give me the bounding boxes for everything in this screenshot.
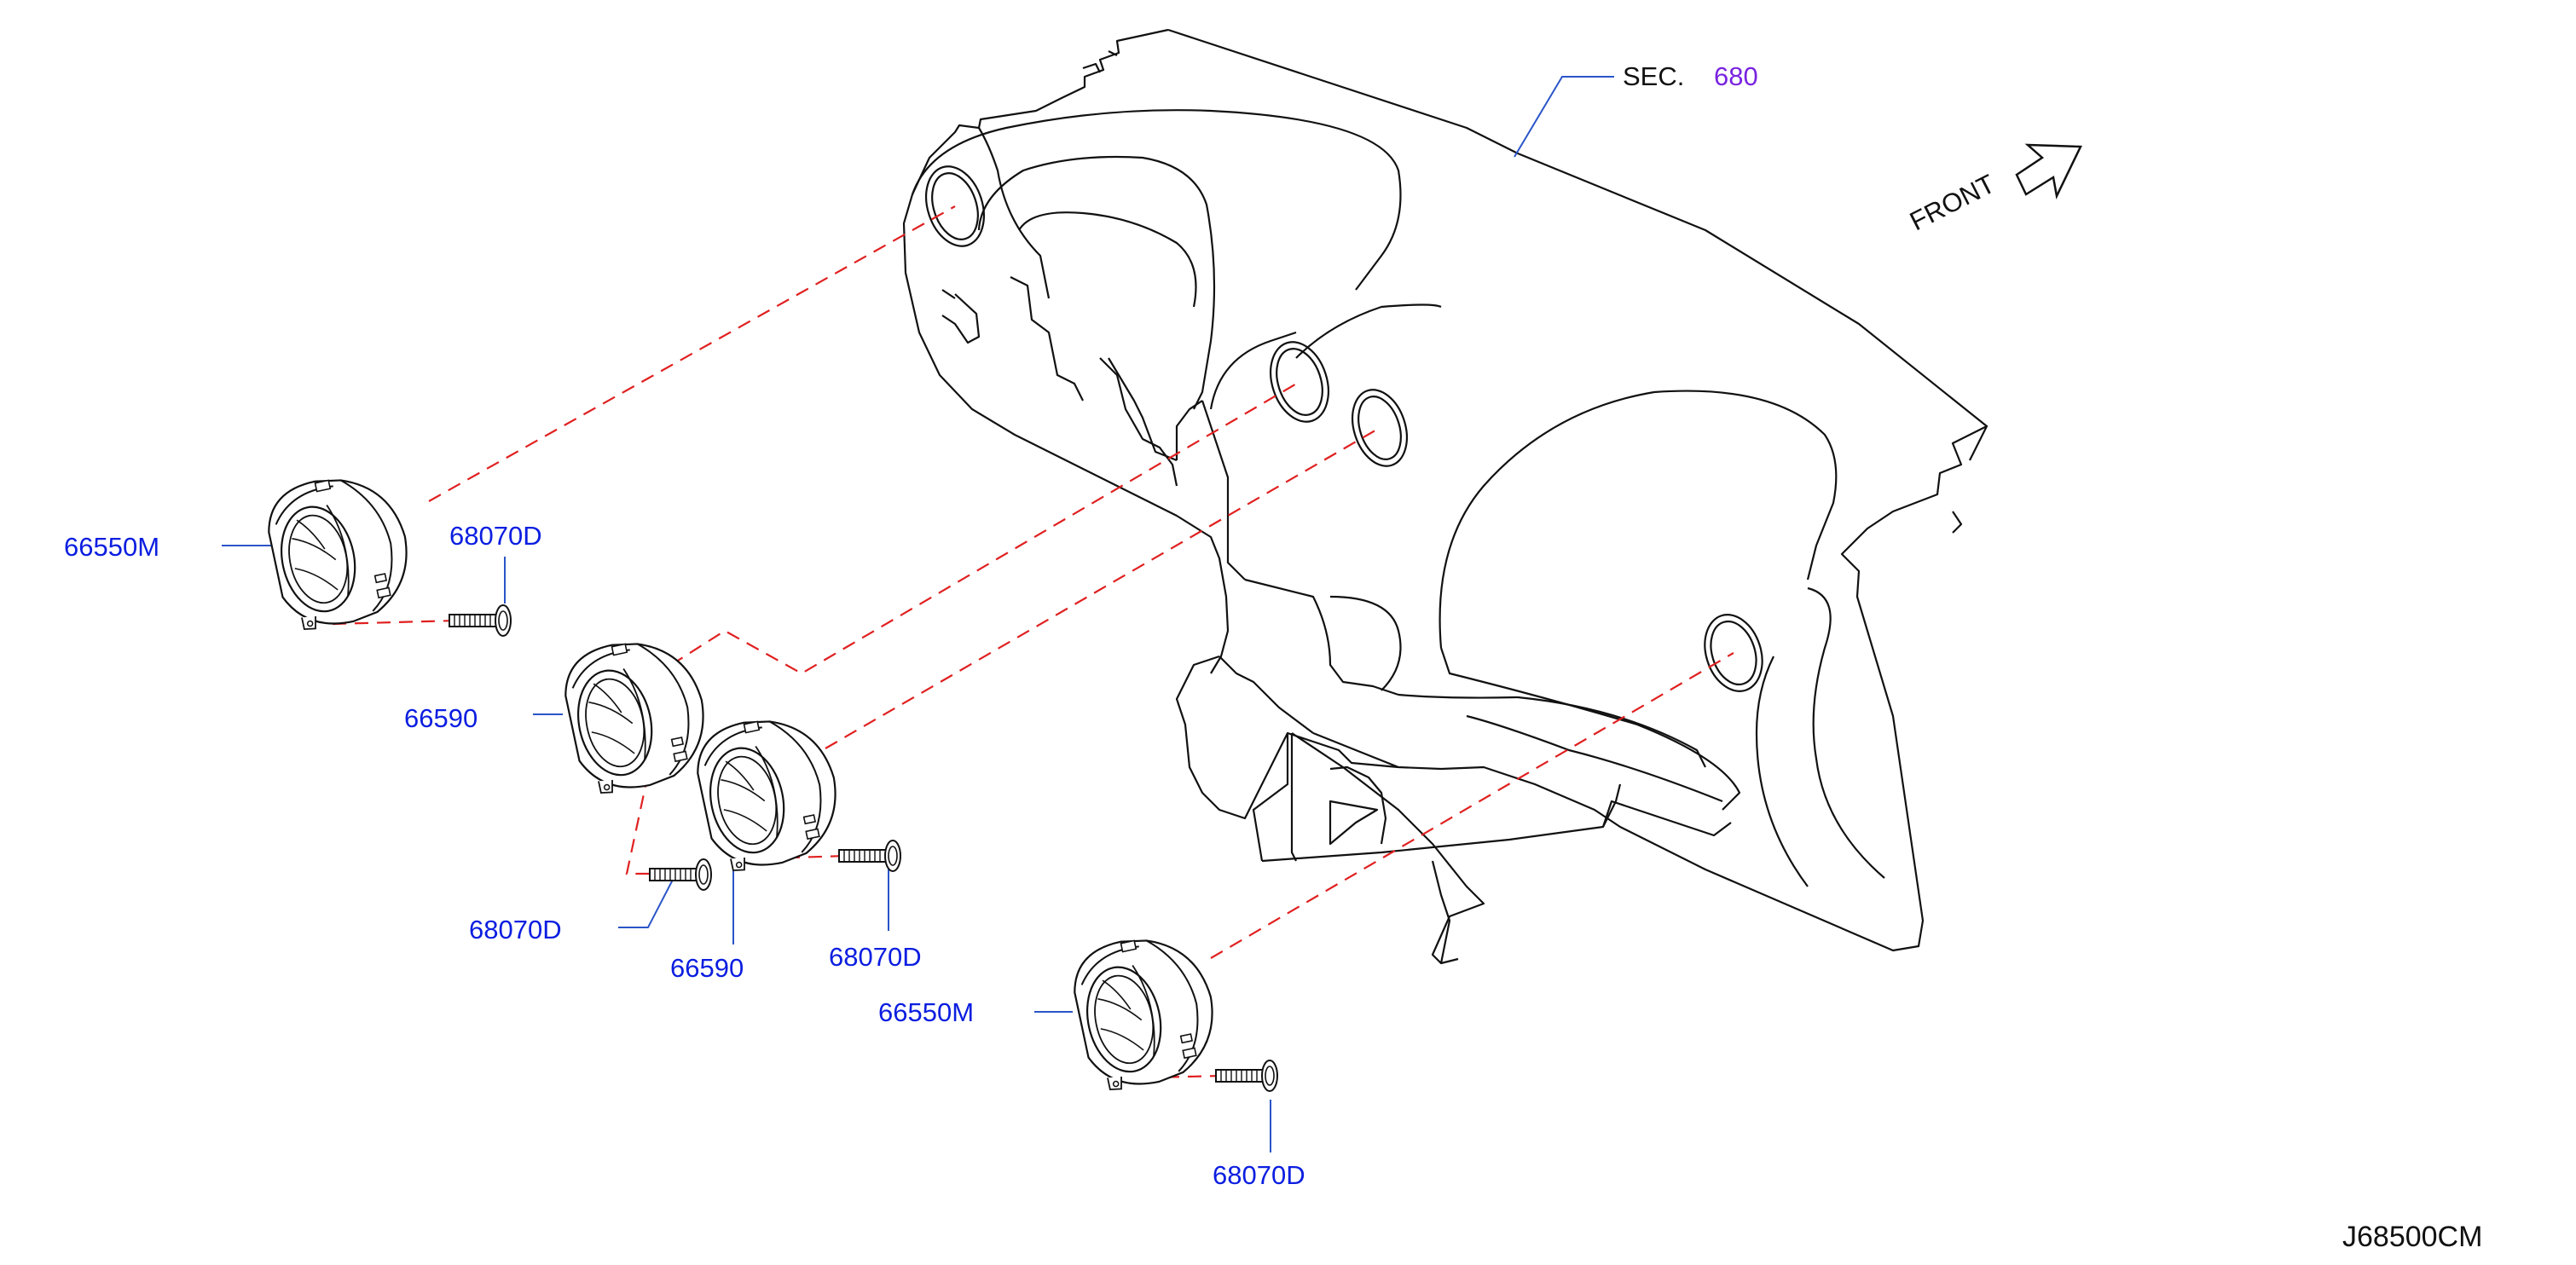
- instrument-panel-outline: [902, 28, 1988, 965]
- part-label-66550M-left[interactable]: 66550M: [64, 532, 160, 562]
- front-arrow-icon: [2015, 143, 2082, 200]
- part-label-68070D-right[interactable]: 68070D: [1213, 1160, 1305, 1190]
- part-label-66590-upper[interactable]: 66590: [404, 703, 478, 733]
- screw-right-68070D[interactable]: [1215, 1060, 1278, 1092]
- leader-lines: [222, 76, 1614, 1152]
- screw-center-left-68070D[interactable]: [649, 858, 712, 891]
- part-label-68070D-left[interactable]: 68070D: [449, 521, 542, 551]
- drawing-code: J68500CM: [2342, 1221, 2483, 1253]
- part-label-66550M-right[interactable]: 66550M: [878, 997, 975, 1027]
- center-vent-upper-66590[interactable]: [556, 627, 718, 800]
- section-ref-link[interactable]: 680: [1714, 61, 1758, 91]
- screw-center-right-68070D[interactable]: [838, 840, 901, 872]
- part-label-66590-lower[interactable]: 66590: [670, 953, 744, 983]
- vent-left-66550M[interactable]: [259, 464, 421, 636]
- part-label-68070D-center-right[interactable]: 68070D: [829, 942, 922, 972]
- alignment-dashed-lines: [332, 205, 1734, 1080]
- section-ref-prefix: SEC.: [1623, 61, 1685, 91]
- center-vent-lower-66590[interactable]: [688, 705, 850, 877]
- part-label-68070D-center-left[interactable]: 68070D: [469, 915, 562, 944]
- vent-right-66550M[interactable]: [1065, 924, 1227, 1096]
- screw-left-68070D[interactable]: [449, 604, 512, 637]
